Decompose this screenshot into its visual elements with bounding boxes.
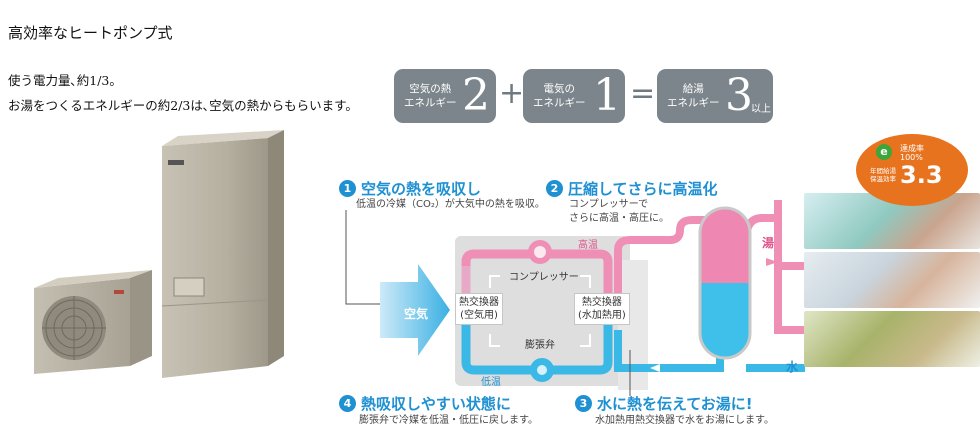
electric-energy-label: 電気の エネルギー bbox=[533, 83, 586, 109]
step-3-title: 水に熱を伝えてお湯に! bbox=[597, 395, 753, 413]
air-energy-box: 空気の熱 エネルギー 2 bbox=[394, 69, 496, 123]
air-energy-value: 2 bbox=[462, 70, 490, 121]
hot-water-supply-pipe bbox=[742, 214, 805, 270]
compressor-label: コンプレッサー bbox=[509, 272, 579, 283]
tank-logo-mark bbox=[168, 160, 184, 165]
badge-efficiency-label: 年間給湯 保温効率 bbox=[870, 167, 896, 183]
air-label: 空気 bbox=[404, 307, 429, 321]
hot-water-energy-box: 給湯 エネルギー 3 以上 bbox=[657, 69, 773, 123]
step-2-description-1: コンプレッサーで bbox=[569, 199, 649, 210]
hot-water-energy-suffix: 以上 bbox=[751, 104, 771, 115]
plus-sign: + bbox=[499, 76, 525, 111]
step-2-description-2: さらに高温・高圧に。 bbox=[569, 213, 669, 224]
expansion-valve-label: 膨張弁 bbox=[525, 340, 555, 351]
hot-water-energy-label: 給湯 エネルギー bbox=[667, 83, 720, 109]
hot-water-out-label: 湯 bbox=[762, 236, 775, 250]
flow-arrow-bottom-right bbox=[580, 334, 591, 347]
heat-pump-product-illustration bbox=[34, 130, 284, 378]
high-temp-label: 高温 bbox=[578, 240, 598, 251]
air-intake-arrow bbox=[380, 264, 450, 356]
water-flow-arrow bbox=[650, 364, 660, 372]
step-1-title: 空気の熱を吸収し bbox=[361, 180, 482, 198]
photo-bath bbox=[804, 252, 980, 308]
flow-arrow-top-right bbox=[580, 275, 591, 288]
step-1-description: 低温の冷媒（CO₂）が大気中の熱を吸収。 bbox=[356, 199, 545, 210]
step-3-description: 水加熱用熱交換器で水をお湯にします。 bbox=[595, 415, 774, 426]
step-1-number: 1 bbox=[339, 180, 356, 197]
hot-water-pipe-to-tank bbox=[614, 216, 705, 294]
page-title: 高効率なヒートポンプ式 bbox=[8, 24, 173, 42]
badge-achievement-label: 達成率 100% bbox=[900, 144, 924, 162]
step-4-title: 熱吸収しやすい状態に bbox=[361, 395, 511, 413]
refrigerant-cycle-diagram bbox=[345, 200, 805, 396]
badge-efficiency-value: 3.3 bbox=[900, 161, 943, 189]
electric-energy-value: 1 bbox=[593, 70, 621, 121]
hot-water-tank-icon bbox=[698, 206, 752, 360]
step-3-number: 3 bbox=[575, 395, 592, 412]
hot-water-energy-value: 3 bbox=[725, 70, 753, 121]
photo-kitchen bbox=[804, 311, 980, 367]
intro-line-1: 使う電力量､約1/3。 bbox=[8, 73, 122, 88]
tank-control-panel bbox=[173, 277, 205, 297]
step-4-description: 膨張弁で冷媒を低温・低圧に戻します。 bbox=[359, 415, 538, 426]
water-in-label: 水 bbox=[786, 360, 799, 374]
step-2-number: 2 bbox=[546, 180, 563, 197]
hot-water-out-arrow bbox=[766, 258, 778, 266]
air-energy-label: 空気の熱 エネルギー bbox=[404, 83, 457, 109]
step-2-title: 圧縮してさらに高温化 bbox=[568, 180, 718, 198]
intro-line-2: お湯をつくるエネルギーの約2/3は､空気の熱からもらいます。 bbox=[8, 98, 358, 113]
flow-arrow-top-left bbox=[489, 275, 500, 288]
eco-e-icon: e bbox=[876, 144, 892, 160]
cold-water-in-arrow bbox=[768, 364, 780, 372]
heat-pump-unit-block bbox=[455, 236, 630, 386]
step-4-number: 4 bbox=[339, 395, 356, 412]
flow-arrow-bottom-left bbox=[489, 334, 500, 347]
low-temp-label: 低温 bbox=[481, 377, 501, 388]
water-heat-exchanger-label: 熱交換器 (水加熱用) bbox=[574, 293, 630, 325]
storage-tank-unit bbox=[161, 130, 284, 378]
outdoor-unit-logo-mark bbox=[114, 290, 124, 294]
efficiency-badge: e 達成率 100% 年間給湯 保温効率 3.3 bbox=[856, 134, 968, 206]
outdoor-unit bbox=[34, 270, 152, 374]
equals-sign: = bbox=[630, 76, 656, 111]
air-heat-exchanger-label: 熱交換器 (空気用) bbox=[455, 293, 503, 325]
electric-energy-box: 電気の エネルギー 1 bbox=[523, 69, 625, 123]
